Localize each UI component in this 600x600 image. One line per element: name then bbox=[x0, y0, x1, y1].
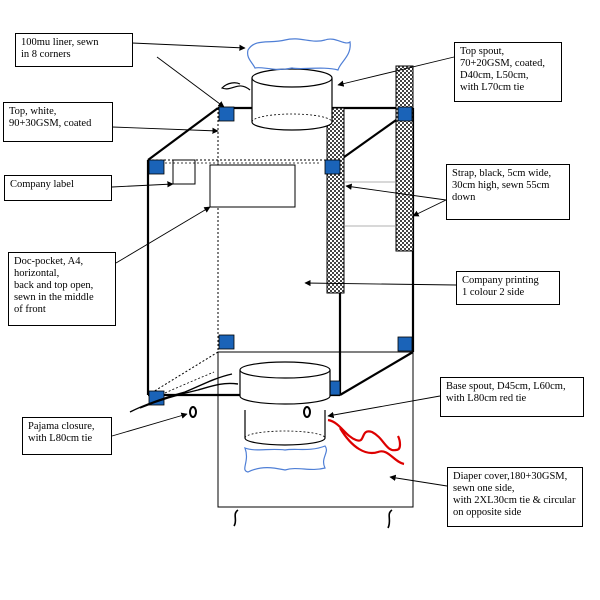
callout-liner: 100mu liner, sewn in 8 corners bbox=[15, 33, 133, 67]
top-spout bbox=[220, 68, 333, 131]
corner-loops bbox=[148, 106, 413, 406]
strap-side bbox=[395, 65, 414, 252]
callout-doc-pocket: Doc-pocket, A4, horizontal, back and top… bbox=[8, 252, 116, 326]
circle-loop-icon bbox=[189, 406, 311, 418]
company-label-patch bbox=[172, 159, 196, 185]
squiggle-tie-icon bbox=[233, 509, 393, 529]
callout-company-printing: Company printing 1 colour 2 side bbox=[456, 271, 560, 305]
callout-pajama-closure: Pajama closure, with L80cm tie bbox=[22, 417, 112, 455]
pajama-closure-tie bbox=[129, 373, 239, 413]
bottom-liner-icon bbox=[243, 445, 328, 473]
callout-top-spout: Top spout, 70+20GSM, coated, D40cm, L50c… bbox=[454, 42, 562, 102]
callout-strap: Strap, black, 5cm wide, 30cm high, sewn … bbox=[446, 164, 570, 220]
top-spout-tie bbox=[220, 82, 251, 91]
callout-diaper-cover: Diaper cover,180+30GSM, sewn one side, w… bbox=[447, 467, 583, 527]
callout-company-label: Company label bbox=[4, 175, 112, 201]
top-liner-icon bbox=[247, 38, 351, 71]
doc-pocket bbox=[209, 164, 296, 208]
red-tie-icon bbox=[327, 418, 405, 466]
callout-base-spout: Base spout, D45cm, L60cm, with L80cm red… bbox=[440, 377, 584, 417]
strap-front bbox=[326, 107, 345, 294]
base-spout bbox=[239, 361, 331, 446]
callout-top-panel: Top, white, 90+30GSM, coated bbox=[3, 102, 113, 142]
